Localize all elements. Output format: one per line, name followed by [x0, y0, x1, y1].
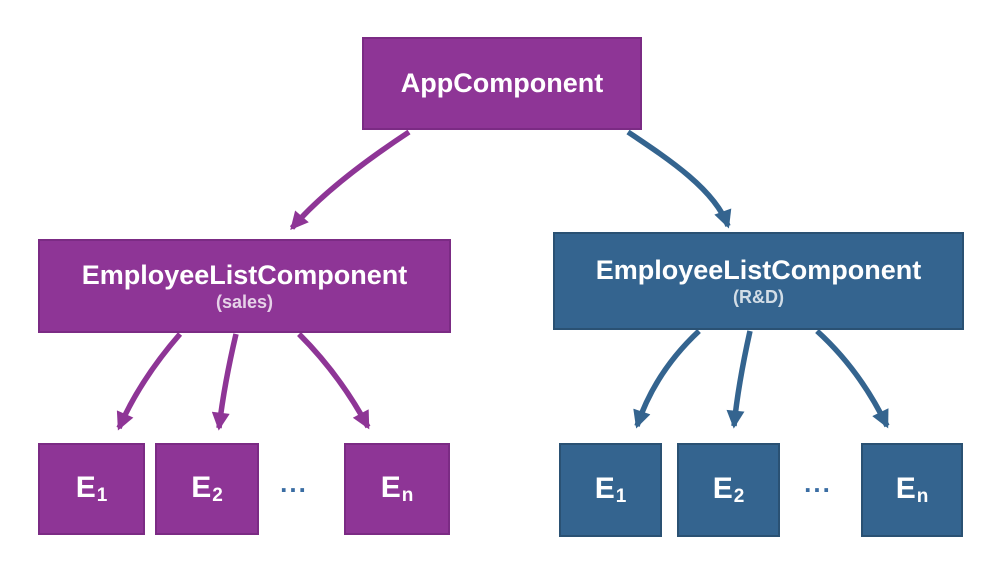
- employee-list-sales-subtitle: (sales): [215, 291, 274, 312]
- sales-employee-1-box: E1: [38, 443, 145, 535]
- sales-employee-1-label: E1: [75, 471, 108, 506]
- employee-list-sales-title: EmployeeListComponent: [81, 259, 408, 290]
- app-component-box: AppComponent: [362, 37, 642, 130]
- arrow-sales-to-e2: [211, 333, 239, 431]
- sales-employee-n-label: En: [380, 471, 414, 506]
- rnd-employee-n-box: En: [861, 443, 963, 537]
- rnd-employee-1-label: E1: [594, 472, 627, 507]
- arrow-rnd-to-en: [815, 328, 890, 429]
- rnd-employee-2-label: E2: [712, 472, 745, 507]
- employee-list-rnd-subtitle: (R&D): [733, 286, 784, 307]
- sales-employee-n-box: En: [344, 443, 450, 535]
- employee-list-sales-box: EmployeeListComponent (sales): [38, 239, 451, 333]
- sales-ellipsis: ...: [280, 468, 308, 498]
- arrow-app-to-rnd: [626, 129, 732, 229]
- rnd-ellipsis: ...: [804, 468, 832, 498]
- rnd-employee-2-box: E2: [677, 443, 780, 537]
- arrow-rnd-to-e1: [633, 328, 701, 429]
- rnd-employee-n-label: En: [895, 472, 929, 507]
- arrow-sales-to-e1: [116, 332, 183, 431]
- arrow-rnd-to-e2: [726, 330, 753, 429]
- arrow-app-to-sales: [289, 129, 411, 231]
- rnd-employee-1-box: E1: [559, 443, 662, 537]
- sales-employee-2-box: E2: [155, 443, 259, 535]
- arrow-sales-to-en: [297, 332, 371, 430]
- app-component-label: AppComponent: [400, 68, 604, 98]
- employee-list-rnd-box: EmployeeListComponent (R&D): [553, 232, 964, 330]
- sales-employee-2-label: E2: [191, 471, 223, 506]
- employee-list-rnd-title: EmployeeListComponent: [595, 254, 922, 285]
